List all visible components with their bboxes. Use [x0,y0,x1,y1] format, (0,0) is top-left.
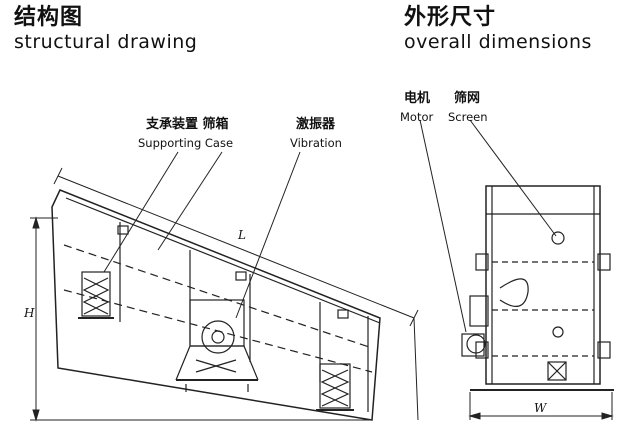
overall-title-zh: 外形尺寸 [404,5,497,30]
vibrator-exciter [175,299,259,392]
structural-drawing-title: 结构图 structural drawing [14,6,197,54]
leader-lines-overall [419,119,557,333]
support-case-label-zh: 支承装置 筛箱 [146,117,229,132]
dimension-h-text: H [24,306,35,320]
overall-dimensions-title: 外形尺寸 overall dimensions [404,6,592,54]
spring-support-left [78,271,114,319]
support-case-label-en: Supporting Case [138,136,234,150]
screen-label-zh: 筛网 [454,91,481,106]
vibration-label-zh: 激振器 [296,117,336,132]
motor-label-zh: 电机 [404,91,431,106]
vibration-label-en: Vibration [290,136,342,150]
spring-support-right [316,363,354,411]
overall-title-en: overall dimensions [404,31,592,53]
motor-label-en: Motor [400,110,434,124]
structural-title-zh: 结构图 [14,5,84,30]
dimension-w [468,392,614,420]
dimension-l-text: L [238,228,246,242]
dimension-h-left [30,216,370,422]
screen-label-en: Screen [448,110,488,124]
screen-box-end-view [461,185,614,391]
structural-title-en: structural drawing [14,31,198,53]
dimension-w-text: W [534,401,547,415]
leader-lines-structural [103,151,301,319]
dimension-l-top [53,167,419,421]
